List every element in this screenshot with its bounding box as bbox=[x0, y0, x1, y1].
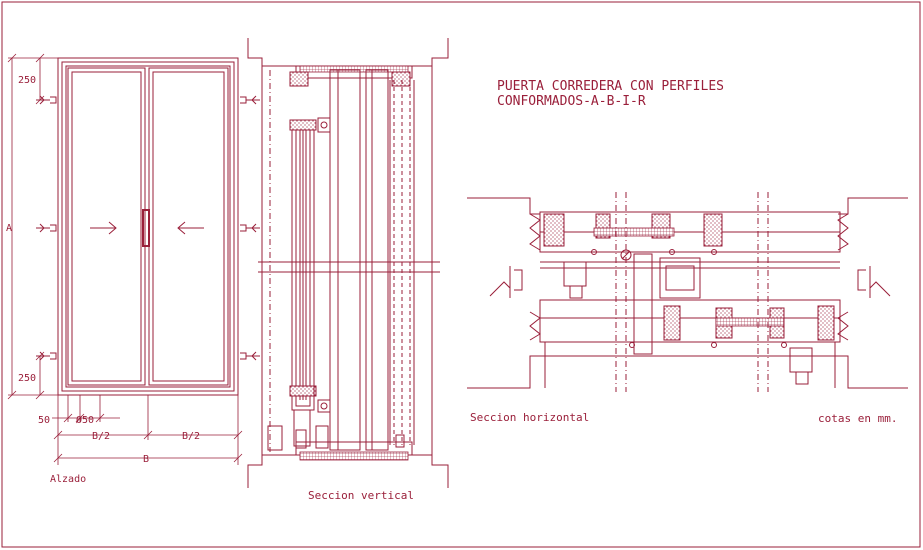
anchor-icon bbox=[857, 266, 891, 298]
dim-margin-50: 50 bbox=[38, 415, 50, 426]
dim-half-width-left: B/2 bbox=[92, 431, 110, 442]
title-line-2: CONFORMADOS-A-B-I-R bbox=[497, 94, 646, 109]
caption-elevation: Alzado bbox=[50, 474, 86, 485]
anchor-icon bbox=[36, 95, 57, 361]
anchor-icon bbox=[489, 266, 523, 298]
horizontal-section-view bbox=[467, 192, 908, 392]
dim-height-a: A bbox=[6, 223, 12, 234]
dim-handle-diameter: Ø50 bbox=[76, 414, 94, 426]
title-line-1: PUERTA CORREDERA CON PERFILES bbox=[497, 79, 724, 94]
dim-total-width: B bbox=[143, 454, 149, 465]
elevation-view bbox=[7, 53, 260, 465]
anchor-icon bbox=[240, 95, 260, 361]
caption-horizontal-section: Seccion horizontal bbox=[470, 411, 589, 424]
dim-half-width-right: B/2 bbox=[182, 431, 200, 442]
dim-bottom-250: 250 bbox=[18, 373, 36, 384]
vertical-section-view bbox=[247, 38, 449, 488]
units-note: cotas en mm. bbox=[818, 412, 897, 425]
caption-vertical-section: Seccion vertical bbox=[308, 489, 414, 502]
dim-top-250: 250 bbox=[18, 75, 36, 86]
